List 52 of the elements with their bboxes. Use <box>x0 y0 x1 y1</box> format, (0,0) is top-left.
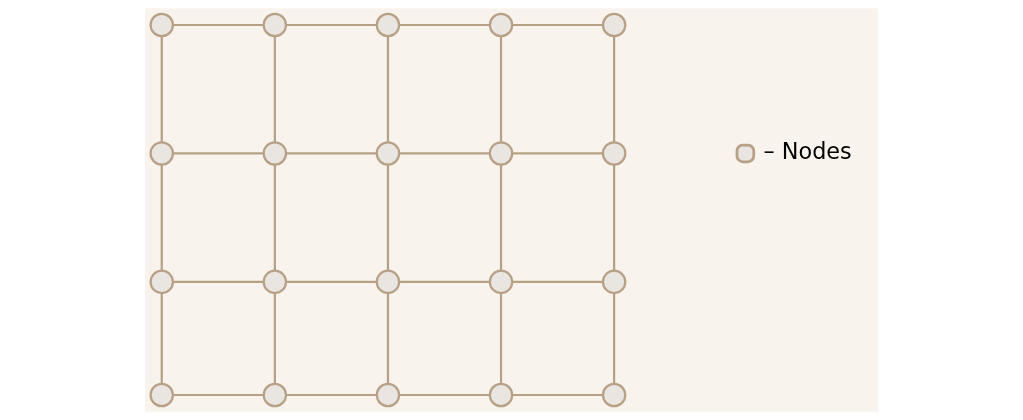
connector <box>386 293 390 384</box>
connector <box>160 293 163 384</box>
connector <box>399 152 490 155</box>
connector <box>173 280 264 283</box>
connector <box>286 23 377 27</box>
connector <box>273 36 276 142</box>
node-circle <box>262 12 288 38</box>
connector <box>286 393 377 397</box>
connector <box>512 393 603 397</box>
connector <box>273 164 276 271</box>
connector <box>173 393 264 397</box>
node-circle <box>601 12 627 38</box>
node-circle <box>375 12 401 38</box>
connector <box>499 293 503 384</box>
connector <box>160 164 163 271</box>
node-circle <box>375 269 401 295</box>
node-circle <box>149 382 175 408</box>
node-circle <box>262 141 288 166</box>
connector <box>512 23 603 27</box>
connector <box>613 36 616 142</box>
node-circle <box>488 269 514 295</box>
node-circle <box>488 382 514 408</box>
legend-label: – Nodes <box>763 137 852 164</box>
node-circle <box>375 141 401 166</box>
connector <box>386 36 390 142</box>
node-circle <box>149 141 175 166</box>
connector <box>499 164 503 271</box>
connector <box>386 164 390 271</box>
node-circle <box>262 382 288 408</box>
connector <box>160 36 163 142</box>
node-circle <box>601 141 627 166</box>
connector <box>399 393 490 397</box>
connector <box>613 164 616 271</box>
node-circle <box>601 269 627 295</box>
connector <box>613 293 616 384</box>
node-circle <box>149 269 175 295</box>
node-circle <box>488 12 514 38</box>
connector <box>273 293 276 384</box>
connector <box>173 152 264 155</box>
connector <box>399 23 490 27</box>
connector <box>499 36 503 142</box>
connector <box>173 23 264 27</box>
connector <box>286 280 377 283</box>
node-circle <box>375 382 401 408</box>
node-circle <box>601 382 627 408</box>
connector <box>512 280 603 283</box>
connector <box>286 152 377 155</box>
node-circle <box>149 12 175 38</box>
connector <box>399 280 490 283</box>
node-circle <box>488 141 514 166</box>
connector <box>512 152 603 155</box>
node-circle <box>262 269 288 295</box>
